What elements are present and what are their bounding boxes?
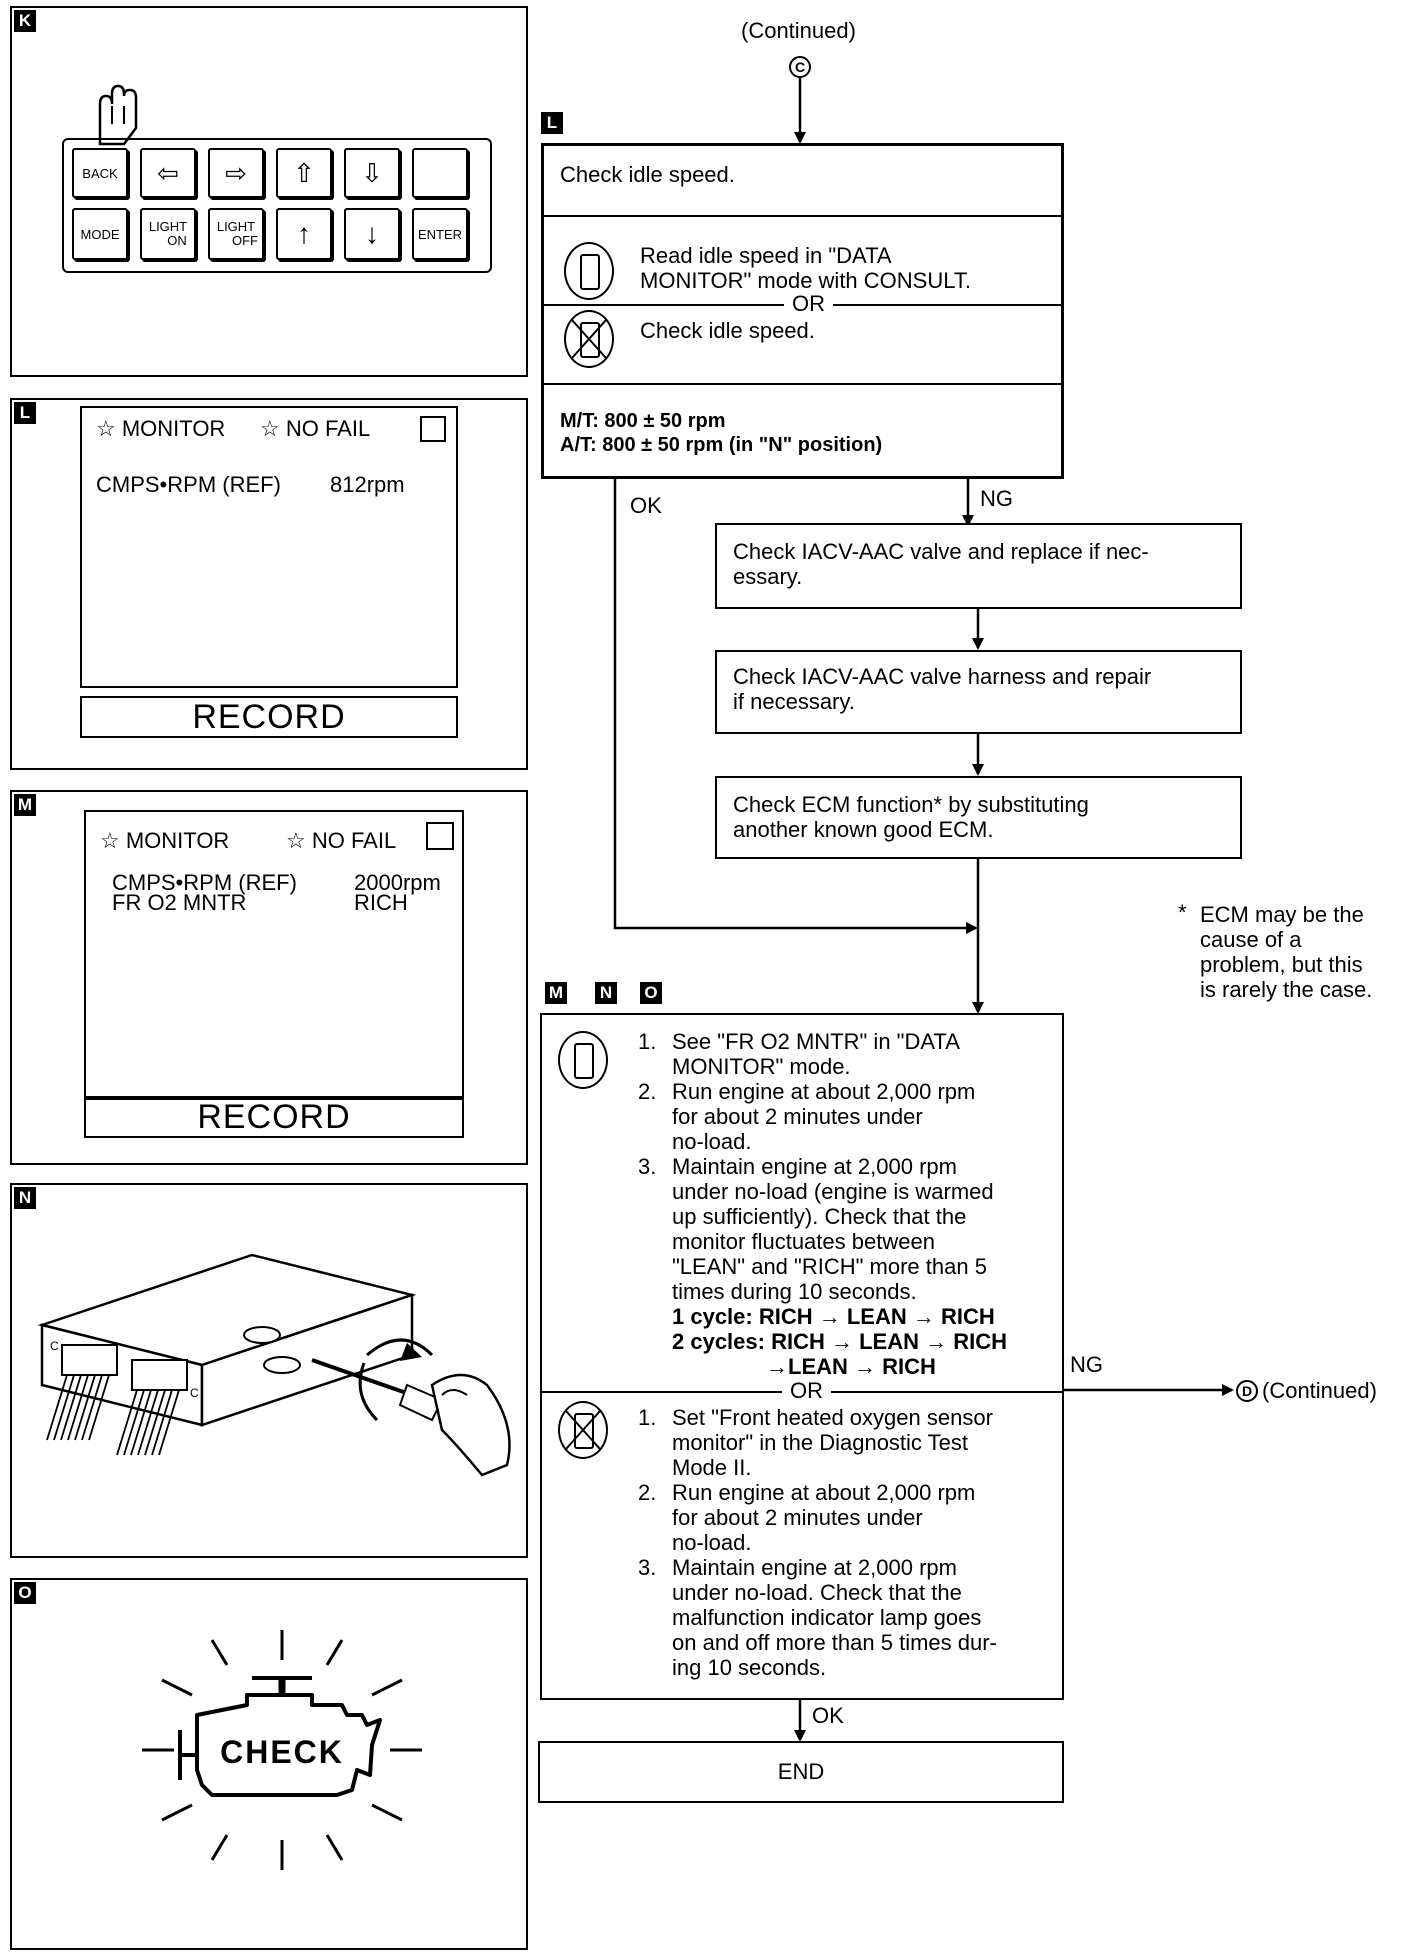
enter-key[interactable]: ENTER: [412, 208, 468, 260]
iacv-check-box: Check IACV-AAC valve and replace if nec-…: [715, 523, 1242, 609]
panel-k-tag: K: [14, 10, 36, 32]
noconsult-step-1: 1.Set "Front heated oxygen sensor monito…: [638, 1405, 993, 1480]
consult-step-2: 2.Run engine at about 2,000 rpm for abou…: [638, 1079, 976, 1154]
end-text: END: [777, 1759, 825, 1784]
footnote-star: *: [1178, 900, 1187, 925]
connector-d: D: [1236, 1380, 1258, 1402]
status-checkbox: [426, 822, 454, 850]
check-idle-speed-box: Check idle speed. Read idle speed in "DA…: [541, 143, 1064, 479]
svg-text:C: C: [50, 1339, 59, 1353]
ok-label: OK: [630, 493, 662, 518]
panel-l: L ☆ MONITOR ☆ NO FAIL CMPS•RPM (REF) 812…: [10, 398, 528, 770]
iacv-harness-text: Check IACV-AAC valve harness and repair …: [733, 664, 1152, 714]
consult-text-2: MONITOR" mode with CONSULT.: [640, 268, 971, 293]
iacv-harness-box: Check IACV-AAC valve harness and repair …: [715, 650, 1242, 734]
consult-steps: 1.See "FR O2 MNTR" in "DATA MONITOR" mod…: [638, 1029, 1058, 1379]
blank-key[interactable]: [412, 148, 468, 198]
flow-l-tag: L: [541, 112, 563, 134]
continued-top-label: (Continued): [741, 18, 856, 43]
spec-mt: M/T: 800 ± 50 rpm: [560, 410, 726, 432]
panel-o: O CHECK: [10, 1578, 528, 1950]
cycle-2b: →LEAN → RICH: [766, 1354, 936, 1379]
record-button[interactable]: RECORD: [84, 1096, 464, 1138]
ng-label: NG: [980, 486, 1013, 511]
cmps-rpm-value: 812rpm: [330, 472, 405, 497]
continued-right-label: (Continued): [1262, 1378, 1377, 1403]
no-consult-icon: [564, 310, 614, 368]
consult-text-1: Read idle speed in "DATA: [640, 243, 892, 268]
consult-screen-m: ☆ MONITOR ☆ NO FAIL CMPS•RPM (REF) 2000r…: [84, 810, 464, 1100]
check-idle-title: Check idle speed.: [560, 162, 735, 187]
end-box: END: [538, 1741, 1064, 1803]
ecm-screwdriver-illustration: C C: [37, 1253, 511, 1477]
noconsult-steps: 1.Set "Front heated oxygen sensor monito…: [638, 1405, 1058, 1680]
down-arrow-key[interactable]: ⇩: [344, 148, 400, 198]
ng-label-2: NG: [1070, 1352, 1103, 1377]
ok-label-2: OK: [812, 1703, 844, 1728]
flow-m-tag: M: [545, 982, 567, 1004]
consult-step-1: 1.See "FR O2 MNTR" in "DATA MONITOR" mod…: [638, 1029, 960, 1079]
panel-n: N C C: [10, 1183, 528, 1558]
keypad: BACK ⇦ ⇨ ⇧ ⇩ MODE LIGHT ON LIGHT OFF ↑ ↓…: [62, 138, 492, 273]
flow-n-tag: N: [595, 982, 617, 1004]
mode-key[interactable]: MODE: [72, 208, 128, 260]
monitor-label: ☆ MONITOR: [96, 416, 226, 441]
monitor-label: ☆ MONITOR: [100, 828, 230, 853]
no-fail-label: ☆ NO FAIL: [260, 416, 371, 441]
connector-c: C: [789, 56, 811, 78]
panel-m-tag: M: [14, 794, 36, 816]
noconsult-step-2: 2.Run engine at about 2,000 rpm for abou…: [638, 1480, 976, 1555]
or-divider-2: OR: [782, 1379, 831, 1403]
decrease-key[interactable]: ↓: [344, 208, 400, 260]
increase-key[interactable]: ↑: [276, 208, 332, 260]
consult-screen-l: ☆ MONITOR ☆ NO FAIL CMPS•RPM (REF) 812rp…: [80, 406, 458, 688]
consult-icon: [564, 242, 614, 300]
fr-o2-procedure-box: 1.See "FR O2 MNTR" in "DATA MONITOR" mod…: [540, 1013, 1064, 1700]
no-fail-label: ☆ NO FAIL: [286, 828, 397, 853]
svg-text:C: C: [190, 1386, 199, 1400]
no-consult-text: Check idle speed.: [640, 318, 815, 343]
cycle-2a: 2 cycles: RICH → LEAN → RICH: [672, 1329, 1007, 1354]
consult-step-3: 3.Maintain engine at 2,000 rpm under no-…: [638, 1154, 994, 1304]
cmps-rpm-value: 2000rpm: [354, 870, 441, 895]
cmps-rpm-label: CMPS•RPM (REF): [96, 472, 281, 497]
light-on-key[interactable]: LIGHT ON: [140, 208, 196, 260]
ecm-check-box: Check ECM function* by substituting anot…: [715, 776, 1242, 859]
flow-o-tag: O: [640, 982, 662, 1004]
panel-k: K BACK ⇦ ⇨ ⇧ ⇩ MODE LIGHT ON LIGHT OFF ↑…: [10, 6, 528, 377]
noconsult-step-3: 3.Maintain engine at 2,000 rpm under no-…: [638, 1555, 997, 1680]
fr-o2-mntr-value: RICH: [354, 890, 408, 915]
up-arrow-key[interactable]: ⇧: [276, 148, 332, 198]
status-checkbox: [420, 416, 446, 442]
panel-l-tag: L: [14, 402, 36, 424]
back-key[interactable]: BACK: [72, 148, 128, 198]
left-arrow-key[interactable]: ⇦: [140, 148, 196, 198]
cycle-1: 1 cycle: RICH → LEAN → RICH: [672, 1304, 995, 1329]
cmps-rpm-label: CMPS•RPM (REF): [112, 870, 297, 895]
consult-icon: [558, 1031, 608, 1089]
spec-at: A/T: 800 ± 50 rpm (in "N" position): [560, 434, 883, 456]
no-consult-icon: [558, 1401, 608, 1459]
right-arrow-key[interactable]: ⇨: [208, 148, 264, 198]
light-off-key[interactable]: LIGHT OFF: [208, 208, 264, 260]
record-button[interactable]: RECORD: [80, 696, 458, 738]
check-text: CHECK: [220, 1734, 344, 1770]
check-engine-lamp-icon: CHECK: [142, 1630, 422, 1870]
or-divider: OR: [784, 292, 833, 316]
panel-m: M ☆ MONITOR ☆ NO FAIL CMPS•RPM (REF) 200…: [10, 790, 528, 1165]
fr-o2-mntr-label: FR O2 MNTR: [112, 890, 247, 915]
ecm-check-text: Check ECM function* by substituting anot…: [733, 792, 1089, 842]
footnote-text: ECM may be the cause of a problem, but t…: [1200, 902, 1373, 1002]
panel-o-tag: O: [14, 1582, 36, 1604]
panel-n-tag: N: [14, 1187, 36, 1209]
iacv-check-text: Check IACV-AAC valve and replace if nec-…: [733, 539, 1149, 589]
pointing-hand-icon: [98, 84, 138, 146]
